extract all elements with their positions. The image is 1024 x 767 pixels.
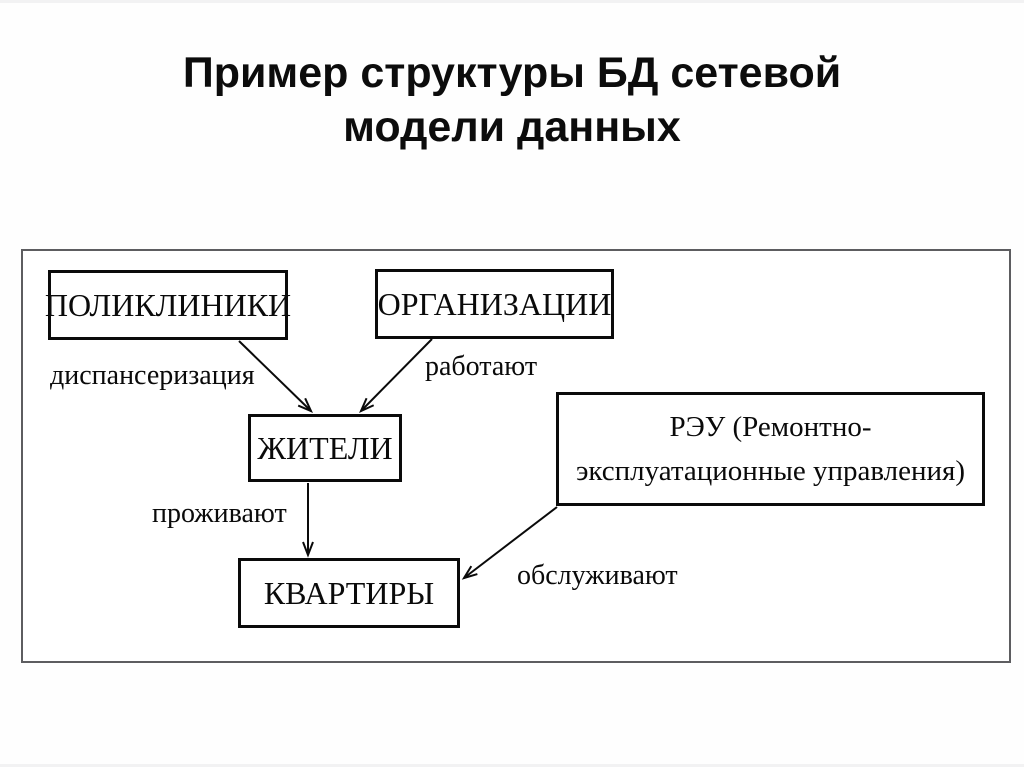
entity-box-residents: ЖИТЕЛИ xyxy=(248,414,402,482)
page-title-line1: Пример структуры БД сетевой xyxy=(182,49,842,97)
entity-label-polyclinics: ПОЛИКЛИНИКИ xyxy=(44,286,292,323)
page-title-line2: модели данных xyxy=(343,103,681,151)
relation-label-work: работают xyxy=(425,351,538,382)
entity-label-reu-line1: РЭУ (Ремонтно- xyxy=(669,411,872,443)
entity-box-polyclinics: ПОЛИКЛИНИКИ xyxy=(44,270,292,340)
entity-box-apartments: КВАРТИРЫ xyxy=(238,558,460,628)
page-title: Пример структуры БД сетевой модели данны… xyxy=(0,46,1024,154)
relation-label-service: обслуживают xyxy=(517,560,678,591)
entity-label-organizations: ОРГАНИЗАЦИИ xyxy=(377,285,612,322)
entity-label-apartments: КВАРТИРЫ xyxy=(263,574,435,611)
entity-box-organizations: ОРГАНИЗАЦИИ xyxy=(375,269,614,339)
entity-label-reu-line2: эксплуатационные управления) xyxy=(575,455,966,487)
entity-label-residents: ЖИТЕЛИ xyxy=(257,429,393,466)
entity-box-reu: РЭУ (Ремонтно- эксплуатационные управлен… xyxy=(556,392,985,506)
bottom-edge-divider xyxy=(0,764,1024,767)
relation-label-live: проживают xyxy=(152,498,287,529)
top-edge-divider xyxy=(0,0,1024,3)
relation-label-dispensary: диспансеризация xyxy=(50,360,255,391)
